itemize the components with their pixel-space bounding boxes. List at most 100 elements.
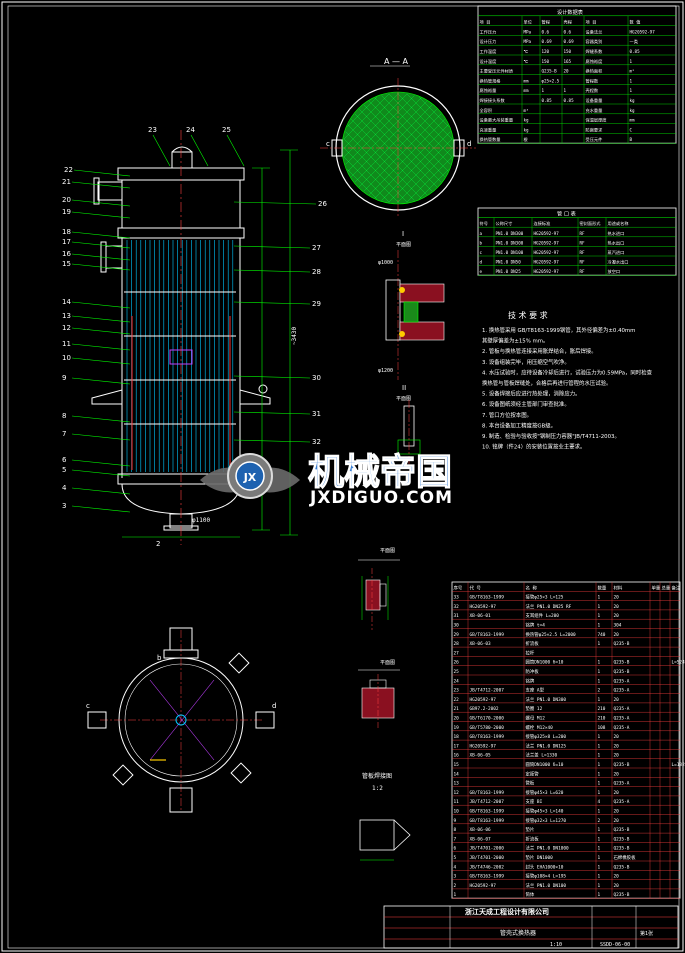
designTable-row-cell: MPa (524, 29, 532, 34)
partsList-row-cell: 26 (454, 660, 460, 666)
callout-28: 28 (312, 268, 321, 276)
nozzleTable-row-cell: RF (580, 250, 586, 255)
partsList-row-cell: XB-06-01 (470, 613, 492, 619)
designTable-row-cell: m³ (524, 108, 529, 113)
callout-4: 4 (62, 484, 67, 492)
partsList-row-cell: 法兰盖 L=1330 (526, 752, 558, 759)
partsList-row-cell: Q235-B (614, 846, 630, 852)
partsList-header-cell: 代 号 (470, 584, 482, 591)
detail-weld-scale: 1:2 (372, 785, 383, 792)
partsList-row-cell: Q235-A (614, 706, 630, 712)
leader-5 (71, 469, 131, 477)
partsList-row-cell: GB/T8163-1999 (470, 790, 505, 796)
detail-weld-title: 管板焊接图 (362, 772, 392, 780)
partsList-row-cell: 1 (598, 790, 601, 796)
designTable-row-cell: 设计压力 (480, 38, 497, 45)
callout-32: 32 (312, 438, 321, 446)
partsList-row-cell: 1 (598, 623, 601, 629)
leader-28 (233, 269, 311, 273)
leader-10 (71, 357, 131, 365)
callout-31: 31 (312, 410, 321, 418)
partsList-row-cell: 筒体 (526, 891, 535, 898)
company-name: 浙江天成工程设计有限公司 (465, 907, 549, 916)
designTable-row-cell: 0.85 (630, 49, 641, 54)
partsList-row-cell: 换热管φ25×2.5 L=2000 (526, 631, 577, 638)
detail-i-dim-top: φ1000 (378, 260, 393, 266)
partsList-row-cell: 1 (598, 781, 601, 787)
partsList-row-cell: 法兰 PN1.0 DN1000 (526, 845, 570, 852)
partsList-row-cell: 1 (598, 864, 601, 870)
partsList-header-cell: 数量 (598, 584, 607, 591)
designTable-row-cell: 主要受压元件材质 (480, 68, 514, 75)
partsList-row-cell: 30 (454, 623, 460, 629)
callout-22: 22 (64, 166, 73, 174)
leader-15 (71, 263, 131, 271)
designTable-row-cell: 165 (564, 59, 572, 64)
callout-24: 24 (186, 126, 195, 134)
callout-3: 3 (62, 502, 66, 510)
designTable-row-cell: 全容积 (480, 107, 493, 114)
designTable-row-cell: 容器类别 (586, 38, 603, 45)
partsList-header-cell: 序号 (454, 584, 463, 591)
designTable-row-cell: 设计温度 (480, 58, 498, 65)
partsList-row-cell: 1 (598, 753, 601, 759)
partsList-row-cell: 铭牌 t=4 (526, 622, 546, 629)
leader-32 (233, 439, 311, 443)
partsList-row-cell: 1 (598, 836, 601, 842)
leader-16 (71, 253, 131, 261)
partsList-row-cell: 定距管 (526, 770, 540, 777)
designTable-row-cell: 焊接接头系数 (480, 97, 506, 104)
svg-text:d: d (467, 140, 471, 148)
partsList-row-cell: 20 (454, 716, 460, 722)
designTable-header-cell: 单位 (524, 19, 532, 26)
designTable-row-cell: 换热管规格 (480, 77, 502, 84)
partsList-row-cell: 20 (614, 697, 620, 703)
partsList-row-cell: 20 (614, 734, 620, 740)
leader-22 (73, 169, 131, 177)
partsList-row-cell: 管板 (526, 780, 535, 787)
partsList-row-cell: Q235-A (614, 799, 630, 805)
top-nozzle (171, 151, 193, 169)
designTable-row-cell: 管程数 (586, 77, 599, 84)
partsList-row-cell: GB/T5780-2000 (470, 725, 505, 731)
section-aa-title: A — A (384, 57, 409, 66)
nozzleTable-row-cell: 冷凝水出口 (608, 259, 629, 266)
drawing-scale: 1:10 (550, 942, 562, 948)
partsList-row-cell: 20 (614, 883, 620, 889)
support-lug-right (239, 389, 271, 405)
nozzleTable-header-cell: 连接标准 (534, 220, 551, 227)
partsList-row-cell: 1 (598, 613, 601, 619)
partsList-row-cell: 14 (454, 771, 460, 777)
leader-30 (233, 375, 311, 379)
tech-req-line: 换热管与管板焊缝处，合格后再进行管程的水压试验。 (482, 379, 611, 387)
partsList-row-cell: 防冲板 (526, 668, 540, 675)
partsList-row-cell: JB/T4712-2007 (470, 688, 505, 694)
designTable-row-cell: 根 (524, 136, 529, 143)
nozzleTable-row-cell: e (480, 269, 483, 274)
designTable-row-cell: 一类 (630, 38, 639, 45)
designTable-row-cell: mm (630, 118, 636, 123)
callout-5: 5 (62, 466, 66, 474)
designTable-header-cell: 项 目 (586, 20, 597, 26)
designTable-row-cell: 焊缝系数 (586, 48, 604, 55)
partsList-header-cell: 名 称 (526, 584, 538, 591)
nozzleTable-row-cell: 热水进口 (608, 230, 625, 237)
partsList-row-cell: 20 (614, 632, 620, 638)
leader-13 (71, 315, 131, 323)
partsList-row-cell: 1 (598, 809, 601, 815)
partsList-row-cell: 22 (454, 697, 460, 703)
plan-callout-d: d (272, 702, 276, 710)
sheet-number: 第1张 (640, 930, 653, 937)
partsList-row-cell: 304 (614, 623, 622, 629)
partsList-row-cell: 接管φ32×3 L=1270 (526, 817, 567, 824)
callout-11: 11 (62, 340, 71, 348)
partsList-row-cell: 1 (598, 604, 601, 610)
watermark-en: JXDIGUO.COM (309, 488, 453, 508)
partsList-row-cell: 11 (454, 799, 460, 805)
partsList-row-cell: Q235-A (614, 781, 630, 787)
partsList-row-cell: 13 (454, 781, 460, 787)
designTable-row-cell: ℃ (524, 59, 529, 64)
nozzleTable-row-cell: HG20592-97 (534, 269, 560, 274)
